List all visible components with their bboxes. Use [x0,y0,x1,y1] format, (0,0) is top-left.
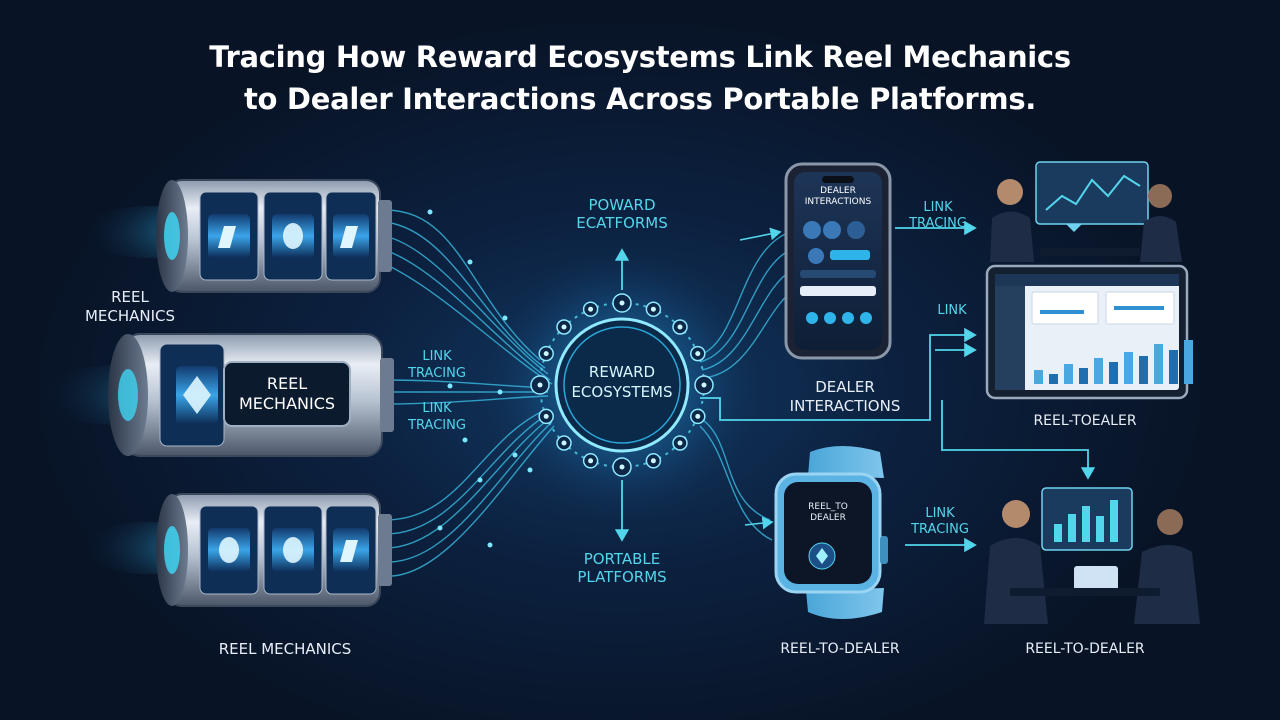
link-lower-line-2: TRACING [408,418,466,433]
hub-center-line-2: ECOSYSTEMS [571,383,673,401]
tablet-chart-bar [1124,352,1133,384]
dealer-interactions-label: DEALER INTERACTIONS [770,378,920,416]
tablet-bar-chart [1034,340,1193,384]
hub-top-label: POWARD ECATFORMS [552,196,692,232]
hub-center-line-1: REWARD [588,363,656,381]
tablet [985,264,1189,400]
reel-bottom [80,493,392,607]
tablet-chart-bar [1049,374,1058,384]
hub-node-dot [677,440,683,446]
data-streams-left [384,209,555,577]
tablet-chart-bar [1154,344,1163,384]
link-phone-line-1: LINK [923,200,953,215]
hub-bottom-line-2: PLATFORMS [577,568,667,586]
title-line-1: Tracing How Reward Ecosystems Link Reel … [209,40,1071,74]
device-connectors [700,220,1096,553]
tablet-chart-bar [1079,368,1088,384]
link-tracing-lower: LINK TRACING [392,400,482,434]
link-tracing-watch: LINK TRACING [890,506,990,538]
plate-line-2: MECHANICS [238,394,336,413]
link-tracing-upper: LINK TRACING [392,348,482,382]
hub-node-dot [543,351,549,357]
link-lower-line-1: LINK [422,401,452,416]
smartphone [784,162,892,360]
tablet-chart-bar [1064,364,1073,384]
hub-node-dot [588,458,594,464]
title-line-2: to Dealer Interactions Across Portable P… [243,82,1037,116]
reel-top [80,179,392,293]
meeting-bottom-label: REEL-TO-DEALER [1025,641,1145,657]
phone-screen-line-1: DEALER [820,186,856,196]
tablet-chart-bar [1034,370,1043,384]
watch-screen-line-1: REEL_TO [808,502,848,512]
smartwatch [774,446,888,619]
dealer-label-line-2: INTERACTIONS [789,397,901,415]
tablet-chart-bar [1184,340,1193,384]
dealer-label-line-1: DEALER [815,378,875,396]
plate-line-1: REEL [266,374,308,393]
reel-middle [40,333,394,457]
hub-node-dot [619,464,625,470]
watch-screen-text: REEL_TO DEALER [784,502,872,524]
tablet-chart-bar [1094,358,1103,384]
hub-node-dot [561,324,567,330]
link-upper-line-2: TRACING [408,366,466,381]
phone-screen-title: DEALER INTERACTIONS [794,186,882,208]
reel-mechanics-side-label: REEL MECHANICS [70,288,190,326]
dealer-meeting-bottom [984,487,1200,624]
hub-node-dot [537,382,543,388]
hub-node-dot [677,324,683,330]
data-streams-right [699,231,795,541]
hub-node-dot [619,300,625,306]
stream-nodes [427,209,533,548]
hub-node-dot [543,413,549,419]
hub-node-dot [695,351,701,357]
phone-screen-line-2: INTERACTIONS [804,197,872,207]
hub-node-dot [588,306,594,312]
hub-node-dot [561,440,567,446]
reel-plate-label: REEL MECHANICS [224,374,350,414]
hub-icon-ring [530,293,714,477]
tablet-chart-bar [1169,350,1178,384]
stream-arrows-right [739,227,782,530]
tablet-bottom-label: REEL-TOEALER [1033,413,1137,429]
side-label-line-1: REEL [111,288,149,306]
hub-top-line-1: POWARD [588,196,656,214]
watch-screen-line-2: DEALER [810,513,846,523]
hub-bottom-label: PORTABLE PLATFORMS [552,550,692,586]
hub-node-dot [695,413,701,419]
hub-top-line-2: ECATFORMS [576,214,668,232]
dealer-meeting-top [990,161,1182,262]
link-phone-line-2: TRACING [909,216,967,231]
link-upper-line-1: LINK [422,349,452,364]
watch-bottom-label: REEL-TO-DEALER [780,641,900,657]
link-tablet: LINK [937,303,967,318]
hub-center-label: REWARD ECOSYSTEMS [556,362,688,402]
side-label-line-2: MECHANICS [84,307,176,325]
link-watch-line-2: TRACING [911,522,969,537]
reel-mechanics-bottom-label: REEL MECHANICS [218,640,352,658]
hub-node-dot [650,306,656,312]
tablet-chart-bar [1109,362,1118,384]
hub-bottom-line-1: PORTABLE [583,550,661,568]
hub-node-dot [701,382,707,388]
link-watch-line-1: LINK [925,506,955,521]
link-tracing-phone: LINK TRACING [888,200,988,232]
page-title: Tracing How Reward Ecosystems Link Reel … [0,36,1280,120]
hub-node-dot [650,458,656,464]
tablet-chart-bar [1139,356,1148,384]
reward-ecosystem-hub [539,302,705,468]
